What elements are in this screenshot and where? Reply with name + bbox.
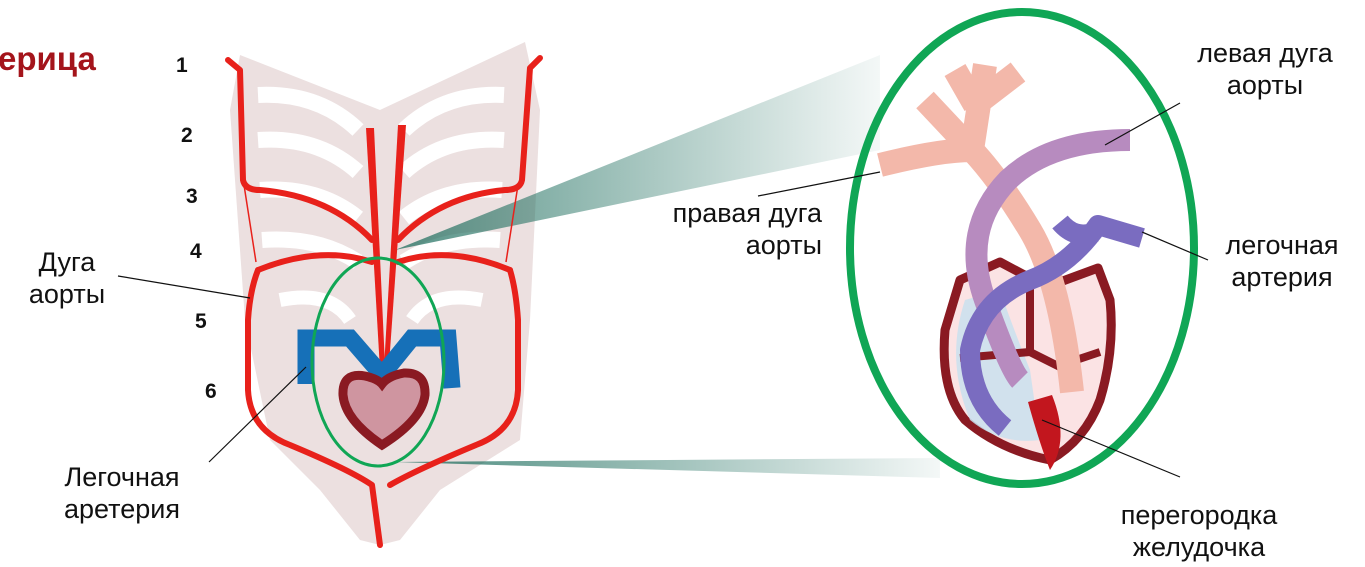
arch-number-3: 3: [186, 185, 198, 209]
body-silhouette: [230, 42, 540, 545]
zoomed-heart: [880, 65, 1142, 470]
arch-number-1: 1: [176, 54, 188, 78]
aortic-arch-pointer: [118, 276, 250, 298]
septum-label: перегородка желудочка: [1090, 500, 1308, 564]
pulmonary-artery-label: Легочная аретерия: [36, 462, 208, 526]
arch-number-2: 2: [181, 124, 193, 148]
aortic-arch-label: Дуга аорты: [4, 247, 130, 311]
pulmonary-artery-zoom-pointer: [1142, 232, 1208, 260]
pulmonary-artery-zoom-label: легочная артерия: [1204, 230, 1360, 294]
left-aortic-arch-label: левая дуга аорты: [1172, 38, 1358, 102]
right-aortic-arch-label: правая дуга аорты: [610, 198, 822, 262]
diagram-title: ерица: [0, 40, 96, 78]
arch-number-5: 5: [195, 310, 207, 334]
arch-number-6: 6: [205, 380, 217, 404]
arch-number-4: 4: [190, 240, 202, 264]
right-aortic-arch-pointer: [758, 172, 880, 196]
